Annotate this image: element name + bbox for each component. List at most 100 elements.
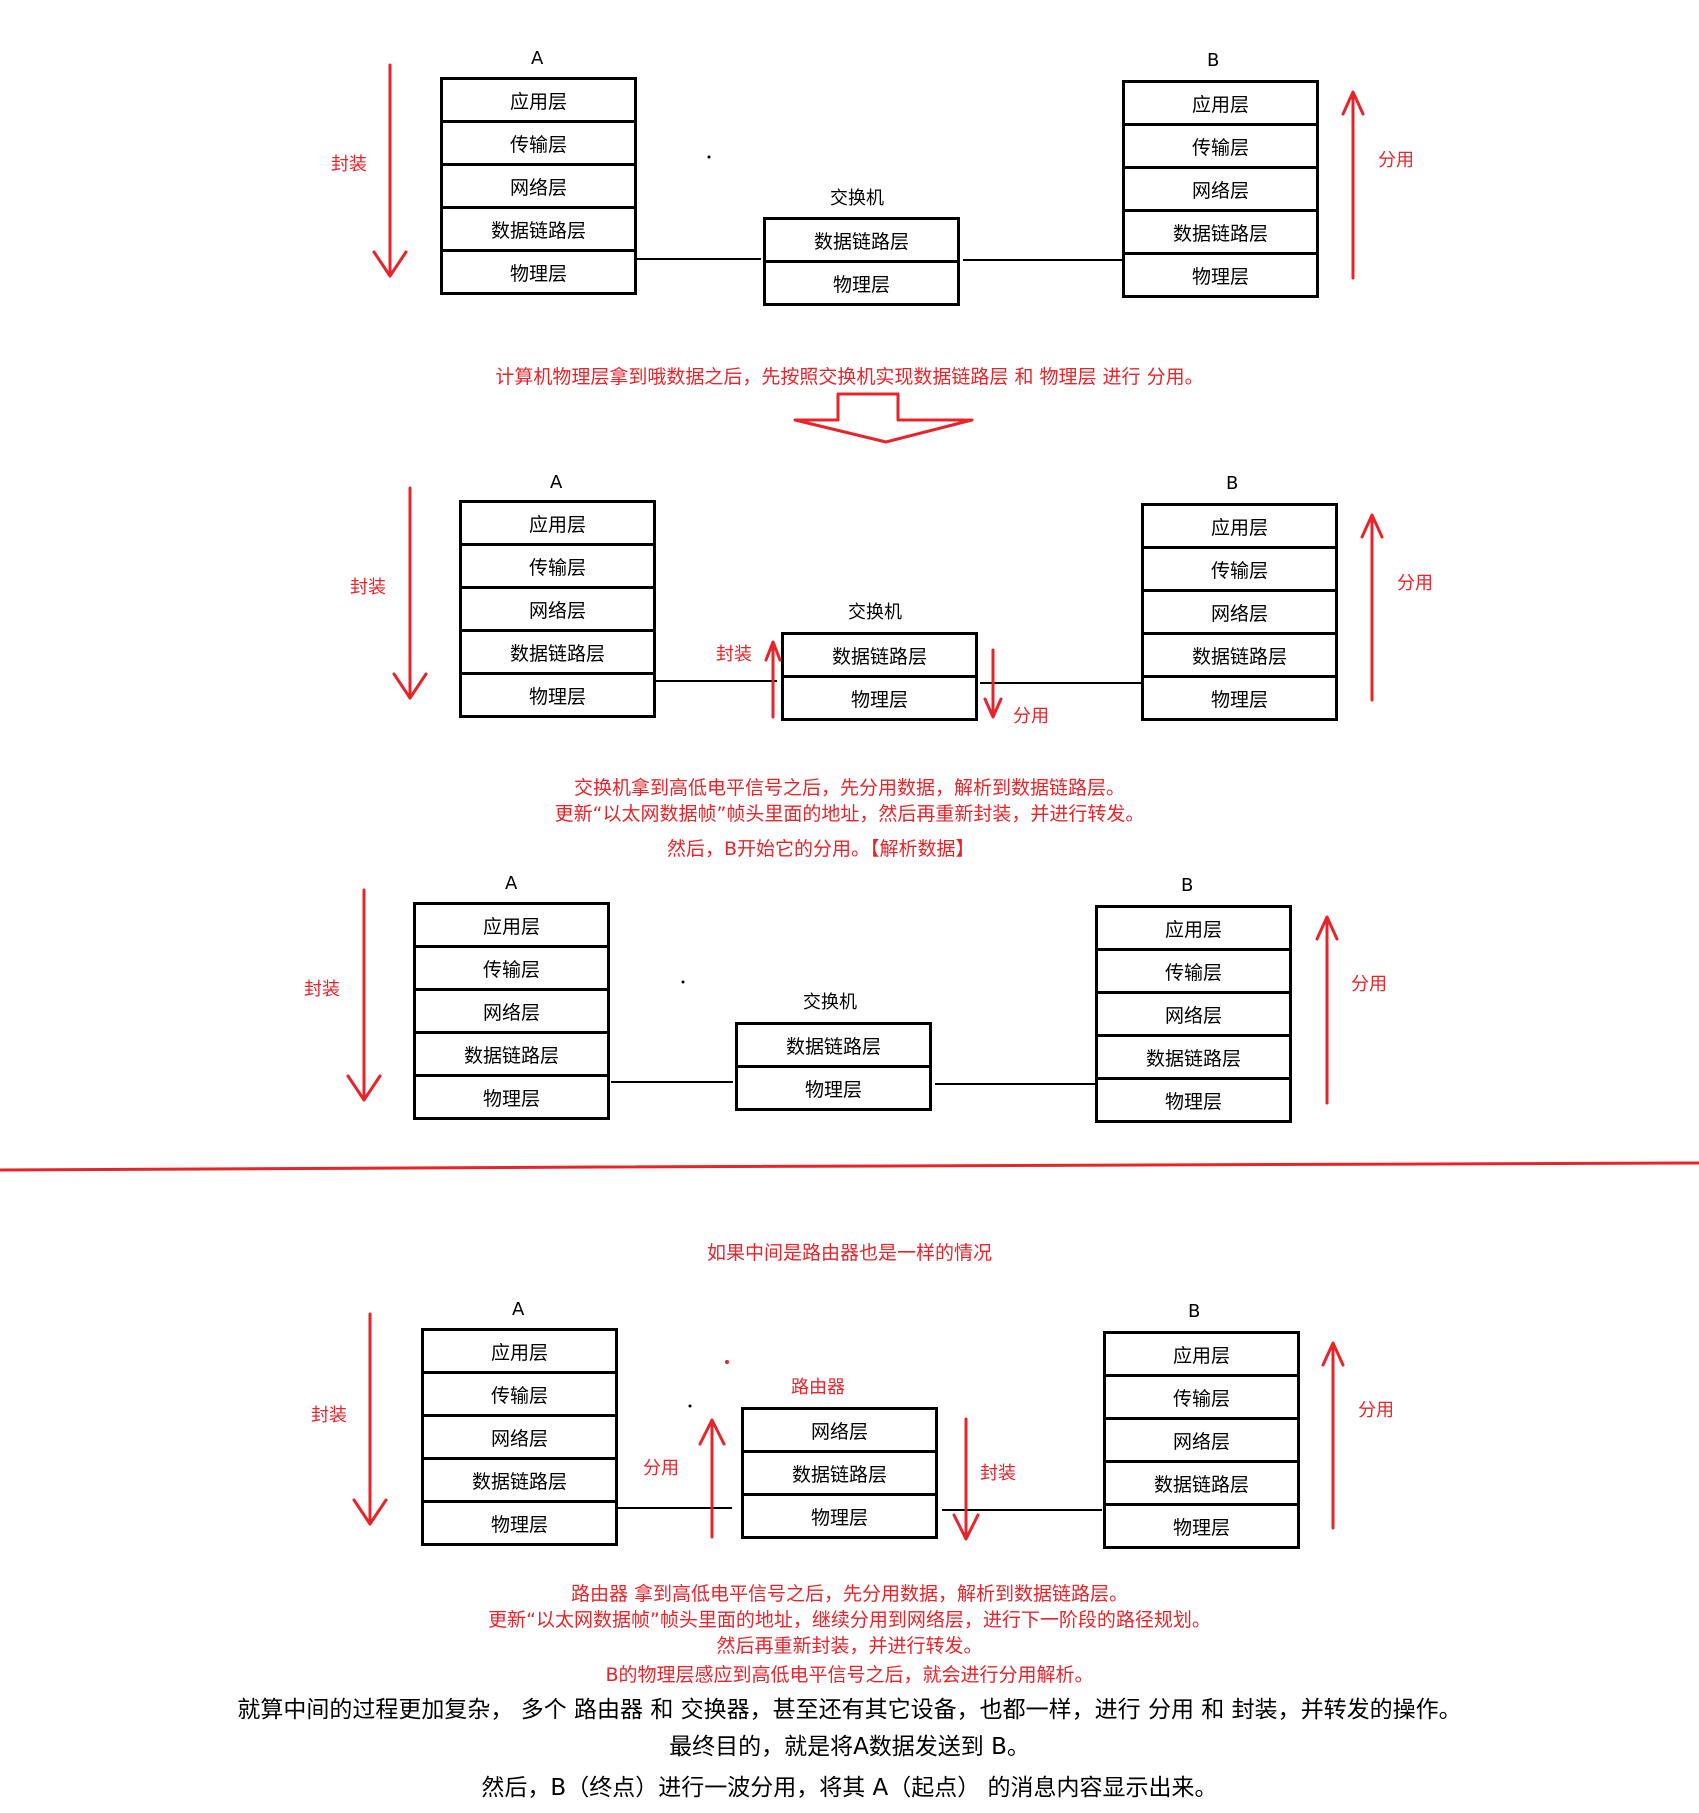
layer-transport: 传输层 [416, 945, 607, 988]
demux-label: 分用 [1358, 1400, 1394, 1421]
layer-datalink: 数据链路层 [462, 629, 653, 672]
encapsulate-label: 封装 [331, 154, 367, 175]
host-b-label: B [1207, 50, 1220, 71]
demux-arrow-up [1315, 915, 1339, 1105]
layer-network: 网络层 [1106, 1417, 1297, 1460]
layer-physical: 物理层 [1106, 1503, 1297, 1546]
demux-label: 分用 [1378, 150, 1414, 171]
layer-datalink: 数据链路层 [744, 1450, 935, 1493]
stray-dot [707, 155, 711, 159]
link-a-switch [611, 1081, 733, 1083]
layer-transport: 传输层 [462, 543, 653, 586]
demux-arrow-up [1360, 513, 1384, 702]
layer-app: 应用层 [1164, 918, 1222, 941]
layer-physical: 物理层 [462, 672, 653, 715]
layer-physical: 物理层 [766, 260, 957, 303]
caption-4-line1: 路由器 拿到高低电平信号之后，先分用数据，解析到数据链路层。 [570, 1583, 1129, 1605]
layer-network: 网络层 [416, 988, 607, 1031]
summary-line-3: 然后，B（终点）进行一波分用，将其 A（起点） 的消息内容显示出来。 [481, 1775, 1218, 1801]
host-b-label: B [1188, 1301, 1201, 1322]
layer-network: 网络层 [1144, 589, 1335, 632]
layer-transport: 传输层 [443, 120, 634, 163]
encapsulate-arrow-down [392, 486, 428, 700]
host-a-stack: 应用层 传输层 网络层 数据链路层 物理层 [421, 1328, 618, 1546]
switch-label: 交换机 [848, 602, 902, 623]
demux-arrow-up [1341, 90, 1365, 280]
layer-network: 网络层 [443, 163, 634, 206]
layer-app: 应用层 [1172, 1344, 1230, 1367]
router-encapsulate-label: 封装 [980, 1463, 1016, 1484]
router-demux-arrow-up [698, 1418, 726, 1539]
router-label: 路由器 [791, 1377, 845, 1398]
host-b-label: B [1181, 875, 1194, 896]
host-a-label: A [550, 472, 563, 493]
caption-1: 计算机物理层拿到哦数据之后，先按照交换机实现数据链路层 和 物理层 进行 分用。 [495, 366, 1204, 388]
separator-line [0, 1161, 1699, 1172]
router-title: 如果中间是路由器也是一样的情况 [706, 1242, 992, 1264]
link-switch-b [980, 682, 1141, 684]
stray-dot [681, 980, 685, 984]
layer-network: 网络层 [1098, 991, 1289, 1034]
link-a-router [618, 1507, 732, 1509]
summary-line-1: 就算中间的过程更加复杂， 多个 路由器 和 交换器，甚至还有其它设备，也都一样，… [237, 1697, 1462, 1723]
layer-network: 网络层 [1125, 166, 1316, 209]
layer-datalink: 数据链路层 [813, 230, 909, 253]
layer-datalink: 数据链路层 [1106, 1460, 1297, 1503]
host-b-stack: 应用层 传输层 网络层 数据链路层 物理层 [1141, 503, 1338, 721]
link-router-b [942, 1509, 1102, 1511]
layer-transport: 传输层 [1125, 123, 1316, 166]
switch-demux-label: 分用 [1013, 706, 1049, 727]
host-a-stack: 应用层 传输层 网络层 数据链路层 物理层 [459, 500, 656, 718]
layer-network: 网络层 [424, 1414, 615, 1457]
layer-datalink: 数据链路层 [416, 1031, 607, 1074]
switch-stack: 数据链路层 物理层 [763, 217, 960, 306]
caption-2-line2: 更新“以太网数据帧”帧头里面的地址，然后再重新封装，并进行转发。 [554, 803, 1145, 825]
link-a-switch [637, 258, 761, 260]
host-b-stack: 应用层 传输层 网络层 数据链路层 物理层 [1095, 905, 1292, 1123]
layer-transport: 传输层 [1098, 948, 1289, 991]
layer-app: 应用层 [509, 90, 567, 113]
layer-app: 应用层 [1210, 516, 1268, 539]
layer-datalink: 数据链路层 [1098, 1034, 1289, 1077]
encapsulate-label: 封装 [304, 979, 340, 1000]
switch-label: 交换机 [803, 992, 857, 1013]
demux-arrow-up [1321, 1341, 1345, 1530]
summary-line-2: 最终目的，就是将A数据发送到 B。 [669, 1734, 1030, 1760]
layer-physical: 物理层 [1144, 675, 1335, 718]
layer-datalink: 数据链路层 [785, 1035, 881, 1058]
router-stack: 网络层 数据链路层 物理层 [741, 1407, 938, 1539]
host-b-stack: 应用层 传输层 网络层 数据链路层 物理层 [1103, 1331, 1300, 1549]
host-a-stack: 应用层 传输层 网络层 数据链路层 物理层 [413, 902, 610, 1120]
caption-2-line1: 交换机拿到高低电平信号之后，先分用数据，解析到数据链路层。 [573, 777, 1125, 799]
layer-physical: 物理层 [738, 1065, 929, 1108]
link-switch-b [963, 259, 1122, 261]
layer-physical: 物理层 [443, 249, 634, 292]
stray-dot [688, 1404, 692, 1408]
caption-4-line3: 然后再重新封装，并进行转发。 [716, 1635, 983, 1657]
switch-encapsulate-label: 封装 [716, 644, 752, 665]
layer-network: 网络层 [810, 1420, 868, 1443]
router-demux-label: 分用 [643, 1458, 679, 1479]
encapsulate-arrow-down [372, 63, 408, 278]
link-switch-b [935, 1083, 1095, 1085]
encapsulate-arrow-down [346, 888, 382, 1102]
caption-2-line3: 然后，B开始它的分用。【解析数据】 [667, 838, 975, 860]
caption-4-line2: 更新“以太网数据帧”帧头里面的地址，继续分用到网络层，进行下一阶段的路径规划。 [488, 1609, 1211, 1631]
layer-datalink: 数据链路层 [424, 1457, 615, 1500]
switch-demux-arrow-down [983, 648, 1003, 719]
layer-physical: 物理层 [424, 1500, 615, 1543]
layer-transport: 传输层 [424, 1371, 615, 1414]
demux-label: 分用 [1351, 974, 1387, 995]
encapsulate-arrow-down [352, 1312, 388, 1526]
router-encapsulate-arrow-down [952, 1417, 980, 1541]
stray-dot [725, 1360, 729, 1364]
layer-physical: 物理层 [1125, 252, 1316, 295]
layer-datalink: 数据链路层 [443, 206, 634, 249]
switch-label: 交换机 [830, 188, 884, 209]
layer-app: 应用层 [482, 915, 540, 938]
switch-stack: 数据链路层 物理层 [735, 1022, 932, 1111]
host-a-label: A [531, 48, 544, 69]
link-a-switch [656, 680, 777, 682]
switch-stack: 数据链路层 物理层 [781, 632, 978, 721]
layer-physical: 物理层 [416, 1074, 607, 1117]
